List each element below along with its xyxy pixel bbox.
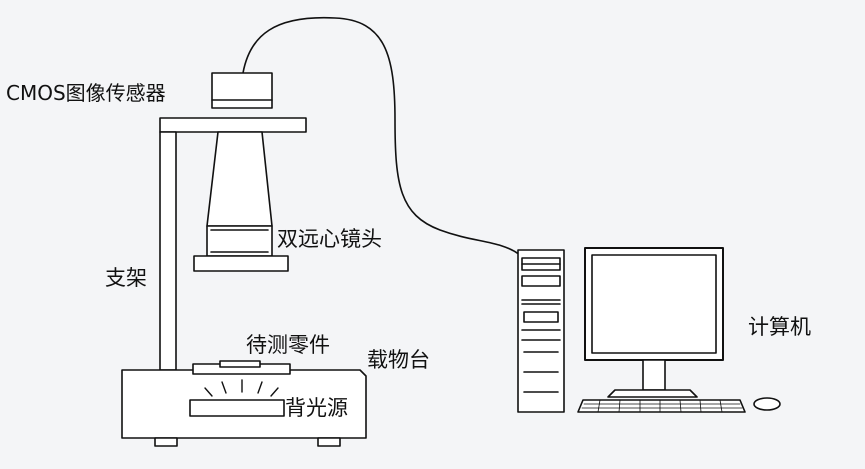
label-telecentric-lens: 双远心镜头 [277,227,382,251]
label-stage: 载物台 [367,348,430,372]
mouse [753,397,781,411]
backlight-panel [189,399,285,417]
computer-tower [517,249,565,413]
lens-flange [193,255,289,272]
monitor-stand [642,359,666,391]
data-cable [242,16,521,256]
stand-column [159,131,177,371]
label-cmos-sensor: CMOS图像传感器 [6,81,166,105]
monitor-screen [591,254,717,354]
cmos-camera [211,72,273,109]
label-backlight: 背光源 [285,396,348,420]
base-foot-left [154,437,178,447]
label-stand: 支架 [105,266,147,290]
base-foot-right [317,437,341,447]
monitor-base [607,389,698,398]
backlight-rays [204,379,279,397]
support-arm [159,117,307,133]
label-computer: 计算机 [748,315,811,339]
lens-body [206,131,273,227]
part-under-test [219,360,261,368]
label-part-under-test: 待测零件 [246,333,330,357]
monitor [584,247,724,361]
